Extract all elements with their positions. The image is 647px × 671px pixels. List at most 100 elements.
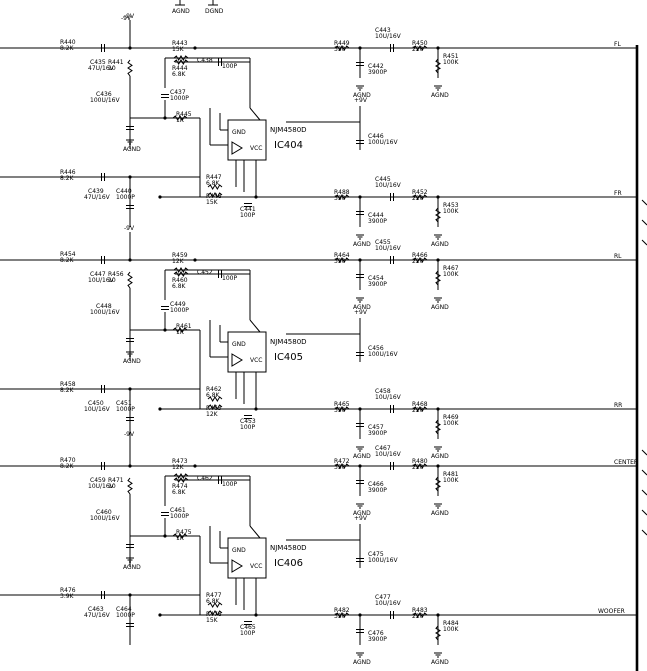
output2-label: RR (614, 402, 622, 409)
resistor-symbol (334, 257, 350, 263)
ic-part-label: NJM4580D (270, 338, 307, 346)
input-resistor-value: 8.2K (60, 257, 75, 264)
junction-dot (128, 387, 132, 391)
output-resistor-ref: R449 (334, 40, 350, 47)
resistor-symbol (173, 473, 189, 479)
series-resistor-value: 220 (412, 46, 424, 53)
feedback-resistor-b-value: 6.8K (172, 71, 187, 78)
feedback-resistor-b-ref: R460 (172, 277, 188, 284)
resistor-symbol (412, 612, 428, 618)
agnd-label: AGND (431, 92, 449, 99)
fb2-resistor-a-ref: R462 (206, 386, 222, 393)
agnd-label: AGND (431, 304, 449, 311)
output-capacitor-value: 10U/16V (375, 33, 402, 40)
agnd-label: AGND (353, 659, 371, 666)
filter-capacitor-value: 1000P (170, 513, 189, 520)
output-capacitor-value: 10U/16V (375, 451, 402, 458)
shunt-capacitor-value: 3900P (368, 281, 387, 288)
filter-capacitor-ref: C449 (170, 301, 186, 308)
series2-resistor-ref: R468 (412, 401, 428, 408)
fb2-resistor-b-ref: R448 (206, 193, 222, 200)
resistor-symbol (334, 463, 350, 469)
output2-resistor-ref: R465 (334, 401, 350, 408)
shunt2-capacitor-ref: C457 (368, 424, 384, 431)
power-capacitor-ref: C456 (368, 345, 384, 352)
shunt2-capacitor-value: 3900P (368, 430, 387, 437)
neg-rail-label: -9V (124, 225, 135, 232)
load2-resistor-value: 100K (443, 420, 459, 427)
top-dgnd-label: DGND (205, 8, 224, 15)
resistor-symbol (334, 45, 350, 51)
ic-body (227, 119, 267, 161)
series-resistor-ref: R480 (412, 458, 428, 465)
load-resistor-value: 100K (443, 477, 459, 484)
decoupling-capacitor-value: 100U/16V (90, 97, 121, 104)
channel-2: R4548.2KC44710U/16VR4588.2KC45010U/16VR4… (0, 225, 637, 460)
junction-dot (158, 407, 162, 411)
output2-resistor-value: 330 (334, 195, 346, 202)
load2-resistor-value: 100K (443, 626, 459, 633)
feedback-resistor-a-value: 12K (172, 258, 185, 265)
output2-capacitor-value: 10U/16V (375, 394, 402, 401)
series2-resistor-ref: R452 (412, 189, 428, 196)
ic-vcc-pin: VCC (250, 563, 262, 570)
input-resistor-value: 8.2K (60, 463, 75, 470)
input-capacitor-value: 10U/16V (88, 277, 115, 284)
feedback-resistor-b-ref: R474 (172, 483, 188, 490)
agnd-label: AGND (353, 304, 371, 311)
resistor-symbol (207, 602, 223, 608)
resistor-symbol (207, 184, 223, 190)
fb2-resistor-b-ref: R463 (206, 405, 222, 412)
agnd-label: AGND (123, 146, 141, 153)
resistor-symbol (435, 419, 441, 435)
decoupling-capacitor-ref: C448 (96, 303, 112, 310)
ic-vcc-pin: VCC (250, 357, 262, 364)
feedback-resistor-b-ref: R444 (172, 65, 188, 72)
output-capacitor-value: 10U/16V (375, 245, 402, 252)
input-capacitor-ref: C459 (90, 477, 106, 484)
shunt-capacitor-ref: C466 (368, 481, 384, 488)
bias-resistor-value: 10 (108, 483, 116, 490)
shunt-capacitor-ref: C442 (368, 63, 384, 70)
input-resistor-ref: R470 (60, 457, 76, 464)
input2-decoupling-ref: C440 (116, 188, 132, 195)
resistor-symbol (173, 59, 189, 65)
resistor-symbol (172, 327, 188, 333)
resistor-symbol (172, 533, 188, 539)
feedback-resistor-a-ref: R459 (172, 252, 188, 259)
load2-resistor-ref: R484 (443, 620, 459, 627)
ic-body (227, 537, 267, 579)
bias-resistor-ref: R456 (108, 271, 124, 278)
filter-capacitor-value: 1000P (170, 307, 189, 314)
resistor-symbol (173, 271, 189, 277)
input2-resistor-value: 8.2K (60, 175, 75, 182)
agnd-label: AGND (431, 510, 449, 517)
resistor-symbol (435, 58, 441, 74)
feedback-resistor-a-ref: R443 (172, 40, 188, 47)
input2-decoupling-ref: C464 (116, 606, 132, 613)
top-agnd-label: AGND (172, 8, 190, 15)
feedback-capacitor-value: 100P (222, 275, 237, 282)
agnd-label: AGND (353, 453, 371, 460)
input2-capacitor-value: 47U/16V (84, 612, 111, 619)
feedback-resistor-a-value: 12K (172, 464, 185, 471)
filter-capacitor-ref: C437 (170, 89, 186, 96)
decoupling-capacitor-value: 100U/16V (90, 309, 121, 316)
output-resistor-ref: R472 (334, 458, 350, 465)
shunt-capacitor-value: 3900P (368, 487, 387, 494)
fb2-resistor-b-ref: R478 (206, 611, 222, 618)
resistor-symbol (435, 625, 441, 641)
agnd-label: AGND (353, 510, 371, 517)
resistor-symbol (127, 477, 133, 495)
output2-resistor-value: 330 (334, 613, 346, 620)
decoupling-capacitor-ref: C460 (96, 509, 112, 516)
fb2-resistor-a-value: 6.8K (206, 598, 221, 605)
ic-gnd-pin: GND (232, 129, 246, 136)
feedback-resistor-b-value: 6.8K (172, 489, 187, 496)
output-label: FL (614, 41, 621, 48)
resistor-symbol (207, 396, 223, 402)
ic-name-label: IC406 (274, 558, 303, 569)
resistor-symbol (412, 257, 428, 263)
input-capacitor-ref: C447 (90, 271, 106, 278)
resistor-symbol (127, 59, 133, 77)
